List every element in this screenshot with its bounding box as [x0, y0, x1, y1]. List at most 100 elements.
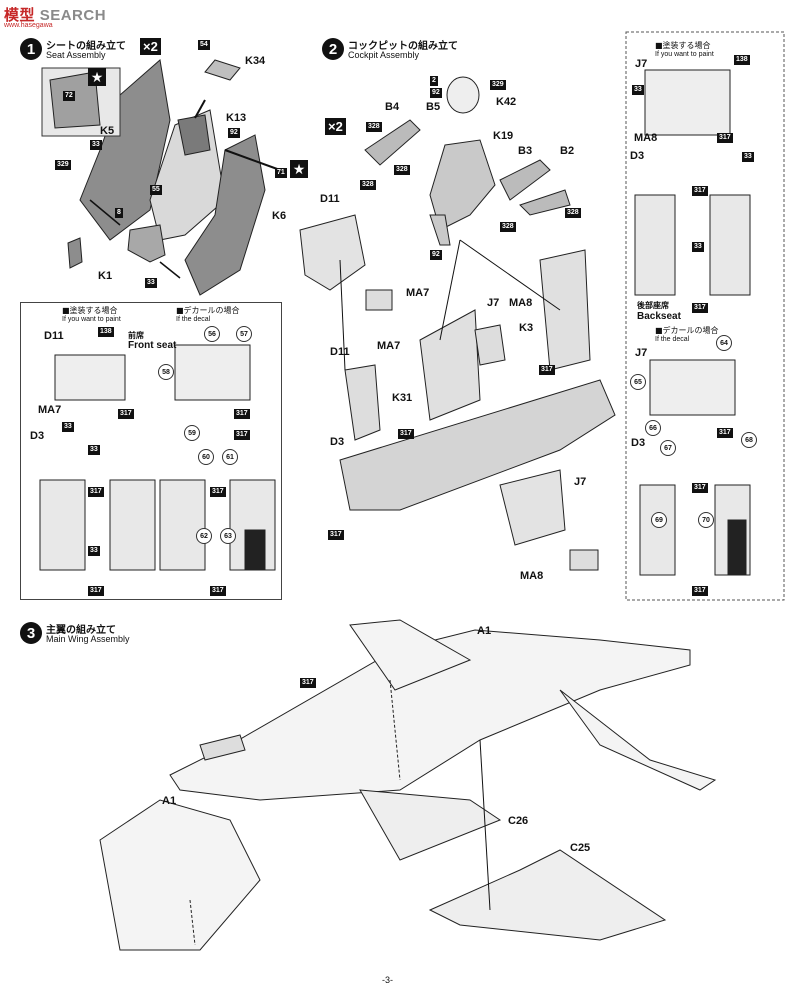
step-3-number: 3	[20, 622, 42, 644]
color-code: 328	[394, 165, 410, 175]
decal-number: 61	[222, 449, 238, 465]
color-code: 33	[88, 445, 100, 455]
paint-note-en: If you want to paint	[62, 316, 121, 323]
color-code: 33	[88, 546, 100, 556]
part-label: D3	[330, 436, 345, 448]
color-code: 317	[692, 483, 708, 493]
part-label: A1	[162, 795, 177, 807]
color-code: 92	[228, 128, 240, 138]
step-1-title-jp: シートの組み立て	[46, 41, 126, 52]
step-1-multiplier: ×2	[140, 38, 161, 55]
color-code: 317	[539, 365, 555, 375]
part-label: D3	[30, 430, 45, 442]
star-icon: ★	[290, 160, 308, 178]
color-code: 329	[55, 160, 71, 170]
part-label: A1	[477, 625, 492, 637]
backseat-label-jp: 後部座席	[637, 301, 669, 310]
decal-number: 69	[651, 512, 667, 528]
decal-number: 59	[184, 425, 200, 441]
color-code: 33	[90, 140, 102, 150]
decal-number: 67	[660, 440, 676, 456]
step-2-multiplier: ×2	[325, 118, 346, 135]
decal-number: 58	[158, 364, 174, 380]
decal-number: 56	[204, 326, 220, 342]
step-3-title-jp: 主翼の組み立て	[46, 625, 116, 636]
color-code: 33	[692, 242, 704, 252]
front-seat-label-jp: 前席	[128, 331, 144, 340]
color-code: 138	[98, 327, 114, 337]
star-icon: ★	[88, 68, 106, 86]
seat-back-k5	[79, 59, 171, 241]
watermark-logo: 模型	[4, 7, 36, 24]
paint-note-jp: ■塗装する場合	[655, 41, 711, 50]
part-label: K3	[519, 322, 534, 334]
color-code: 92	[430, 88, 442, 98]
color-code: 317	[692, 303, 708, 313]
color-code: 72	[63, 91, 75, 101]
part-label: MA8	[634, 132, 658, 144]
color-code: 33	[62, 422, 74, 432]
part-label: K19	[493, 130, 514, 142]
front-seat-panel	[20, 302, 282, 600]
paint-note-en: If you want to paint	[655, 51, 714, 58]
part-label: B2	[560, 145, 575, 157]
color-code: 317	[692, 186, 708, 196]
color-code: 33	[145, 278, 157, 288]
step-2-title-en: Cockpit Assembly	[348, 50, 420, 60]
decal-number: 60	[198, 449, 214, 465]
color-code: 317	[328, 530, 344, 540]
color-code: 317	[118, 409, 134, 419]
color-code: 328	[500, 222, 516, 232]
color-code: 329	[490, 80, 506, 90]
color-code: 55	[150, 185, 162, 195]
page-number: -3-	[382, 975, 393, 985]
color-code: 328	[360, 180, 376, 190]
watermark: 模型 SEARCH www.hasegawa	[4, 4, 107, 29]
step-1-title-en: Seat Assembly	[46, 50, 106, 60]
color-code: 317	[210, 586, 226, 596]
part-label: K13	[226, 112, 247, 124]
front-seat-label-en: Front seat	[128, 340, 177, 351]
part-label: K1	[98, 270, 113, 282]
part-label: B3	[518, 145, 533, 157]
backseat-label-en: Backseat	[637, 311, 681, 322]
decal-number: 68	[741, 432, 757, 448]
watermark-brand: SEARCH	[39, 7, 107, 24]
color-code: 328	[366, 122, 382, 132]
step-1-number: 1	[20, 38, 42, 60]
color-code: 328	[565, 208, 581, 218]
part-label: D11	[330, 346, 350, 358]
color-code: 138	[734, 55, 750, 65]
part-label: J7	[635, 347, 648, 359]
color-code: 317	[234, 430, 250, 440]
part-label: B5	[426, 101, 441, 113]
part-label: K34	[245, 55, 266, 67]
decal-number: 64	[716, 335, 732, 351]
part-label: D11	[320, 193, 340, 205]
part-label: K6	[272, 210, 287, 222]
color-code: 317	[88, 586, 104, 596]
part-label: K42	[496, 96, 517, 108]
part-label: MA8	[509, 297, 533, 309]
decal-number: 63	[220, 528, 236, 544]
color-code: 92	[430, 250, 442, 260]
part-label: MA7	[377, 340, 401, 352]
color-code: 317	[398, 429, 414, 439]
part-label: C25	[570, 842, 591, 854]
color-code: 2	[430, 76, 438, 86]
decal-number: 66	[645, 420, 661, 436]
part-label: J7	[574, 476, 587, 488]
decal-note-jp: ■デカールの場合	[655, 326, 719, 335]
part-label: MA8	[520, 570, 544, 582]
part-label: D3	[631, 437, 646, 449]
color-code: 33	[742, 152, 754, 162]
color-code: 54	[198, 40, 210, 50]
watermark-sub: www.hasegawa	[4, 22, 53, 29]
part-label: MA7	[406, 287, 430, 299]
color-code: 71	[275, 168, 287, 178]
headrest-k34	[204, 59, 241, 81]
decal-note-en: If the decal	[176, 316, 211, 323]
color-code: 33	[632, 85, 644, 95]
decal-number: 62	[196, 528, 212, 544]
